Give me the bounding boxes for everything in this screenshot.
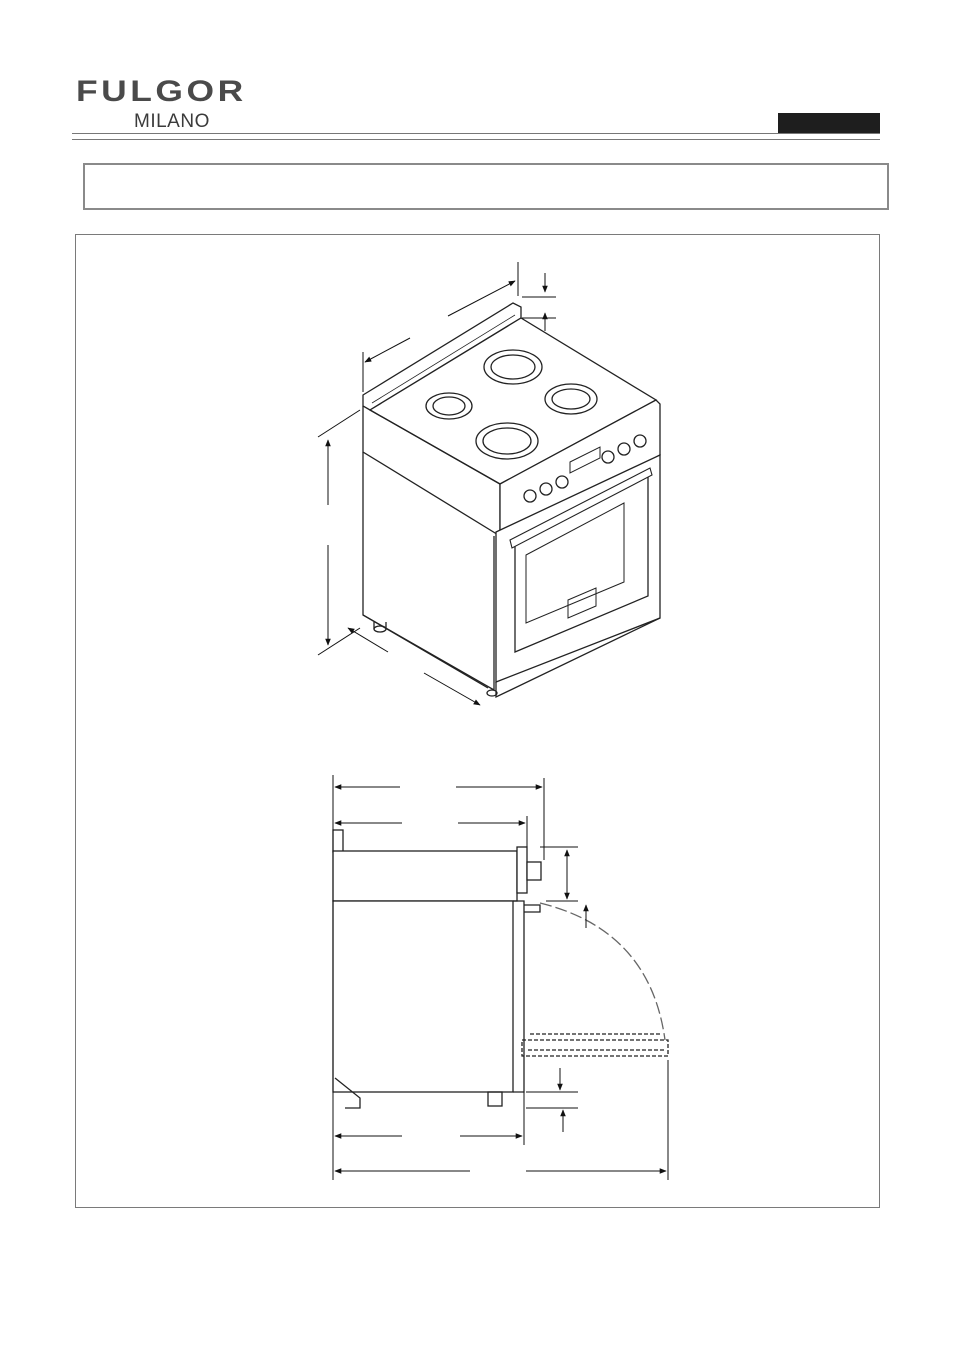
side-view-range-drawing bbox=[332, 829, 669, 1109]
isometric-dimension-lines bbox=[317, 262, 556, 706]
isometric-range-drawing bbox=[362, 302, 661, 699]
header-rule bbox=[72, 133, 880, 140]
side-view-dimension-lines bbox=[332, 775, 669, 1180]
section-title-box bbox=[83, 163, 889, 210]
brand-logo: FULGOR MILANO bbox=[76, 77, 286, 133]
header-tab bbox=[778, 113, 880, 134]
brand-name: FULGOR bbox=[76, 75, 247, 108]
brand-subname: MILANO bbox=[134, 111, 210, 132]
